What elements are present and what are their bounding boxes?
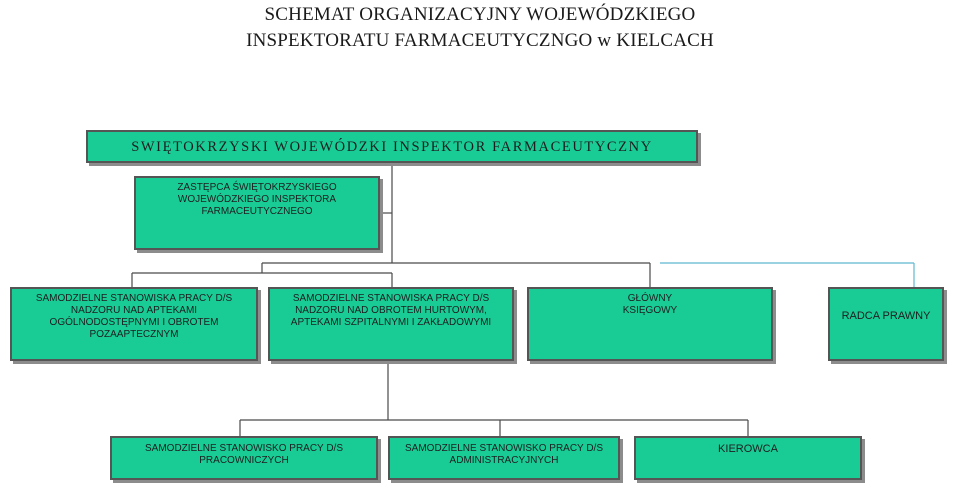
node-legal-advisor: RADCA PRAWNY — [828, 287, 944, 361]
node-driver-label: KIEROWCA — [718, 443, 778, 455]
node-deputy-label: ZASTĘPCA ŚWIĘTOKRZYSKIEGO WOJEWÓDZKIEGO … — [177, 182, 337, 217]
node-personnel: SAMODZIELNE STANOWISKO PRACY D/S PRACOWN… — [110, 436, 378, 480]
node-inspector: SWIĘTOKRZYSKI WOJEWÓDZKI INSPEKTOR FARMA… — [86, 130, 698, 163]
node-inspector-label: SWIĘTOKRZYSKI WOJEWÓDZKI INSPEKTOR FARMA… — [131, 139, 653, 155]
node-supervision-wholesale: SAMODZIELNE STANOWISKA PRACY D/S NADZORU… — [268, 287, 514, 361]
chart-title-line1: SCHEMAT ORGANIZACYJNY WOJEWÓDZKIEGO — [264, 4, 696, 25]
node-administrative-label: SAMODZIELNE STANOWISKO PRACY D/S ADMINIS… — [405, 443, 603, 466]
node-supervision-wholesale-label: SAMODZIELNE STANOWISKA PRACY D/S NADZORU… — [290, 293, 492, 328]
node-legal-advisor-label: RADCA PRAWNY — [841, 310, 931, 322]
node-personnel-label: SAMODZIELNE STANOWISKO PRACY D/S PRACOWN… — [145, 443, 343, 466]
node-administrative: SAMODZIELNE STANOWISKO PRACY D/S ADMINIS… — [388, 436, 620, 480]
chart-title-line2: INSPEKTORATU FARMACEUTYCZNGO w KIELCACH — [246, 30, 714, 51]
node-deputy: ZASTĘPCA ŚWIĘTOKRZYSKIEGO WOJEWÓDZKIEGO … — [134, 176, 380, 250]
node-driver: KIEROWCA — [634, 436, 862, 480]
node-supervision-pharmacies-label: SAMODZIELNE STANOWISKA PRACY D/S NADZORU… — [35, 293, 233, 340]
node-chief-accountant: GŁÓWNY KSIĘGOWY — [527, 287, 773, 361]
node-supervision-pharmacies: SAMODZIELNE STANOWISKA PRACY D/S NADZORU… — [10, 287, 258, 361]
node-chief-accountant-label: GŁÓWNY KSIĘGOWY — [622, 293, 678, 316]
